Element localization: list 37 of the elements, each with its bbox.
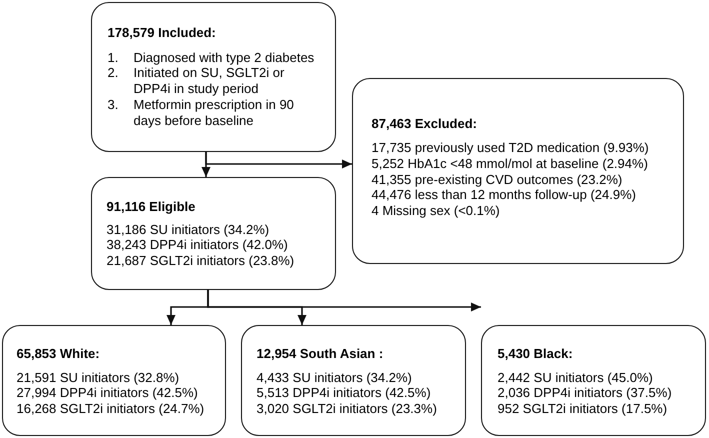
count-text: 21,687 SGLT2i initiators (23.8%) (106, 253, 294, 269)
count-text: 2,442 SU initiators (45.0%) (498, 370, 653, 386)
list-number: 1. (108, 50, 118, 65)
connector-arrow (205, 152, 352, 168)
count-text: 2,036 DPP4i initiators (37.5%) (498, 385, 672, 402)
box-heading: 91,116 Eligible (106, 198, 196, 214)
count-text: 4,433 SU initiators (34.2%) (256, 370, 412, 386)
box-heading: 12,954 South Asian : (256, 346, 384, 362)
count-text: 3,020 SGLT2i initiators (23.3%) (256, 401, 437, 417)
flowchart-box (91, 2, 336, 152)
count-text: 17,735 previously used T2D medication (9.93%) (372, 140, 649, 156)
count-text: 4 Missing sex (<0.1%) (372, 203, 500, 219)
count-text: 5,252 HbA1c <48 mmol/mol at baseline (2.94%) (372, 156, 648, 172)
box-heading: 178,579 Included: (108, 25, 216, 41)
count-text: 21,591 SU initiators (32.8%) (16, 370, 180, 386)
flowchart-box (91, 177, 336, 290)
list-number: 2. (108, 65, 118, 80)
list-number: 3. (108, 96, 118, 112)
connector-arrow (207, 290, 481, 312)
flowchart-box (2, 325, 226, 436)
count-text: 38,243 DPP4i initiators (42.0%) (106, 237, 288, 254)
flowchart-box (481, 325, 706, 436)
criterion-text: Metformin prescription in 90 days before baseline (134, 96, 295, 128)
count-text: 31,186 SU initiators (34.2%) (106, 222, 270, 238)
count-text: 5,513 DPP4i initiators (42.5%) (256, 385, 431, 402)
count-text: 44,476 less than 12 months follow-up (24.9%) (372, 187, 636, 204)
count-text: 16,268 SGLT2i initiators (24.7%) (16, 401, 204, 417)
count-text: 41,355 pre-existing CVD outcomes (23.2%) (372, 172, 622, 188)
box-heading: 5,430 Black: (498, 346, 573, 362)
flowchart-box (241, 325, 466, 436)
count-text: 952 SGLT2i initiators (17.5%) (498, 401, 668, 417)
count-text: 27,994 DPP4i initiators (42.5%) (16, 385, 198, 402)
criterion-text: Initiated on SU, SGLT2i or DPP4i in study period (134, 65, 286, 97)
box-heading: 65,853 White: (16, 346, 100, 362)
flowchart-box (352, 78, 684, 264)
box-heading: 87,463 Excluded: (372, 116, 477, 132)
criterion-text: Diagnosed with type 2 diabetes (134, 50, 314, 66)
